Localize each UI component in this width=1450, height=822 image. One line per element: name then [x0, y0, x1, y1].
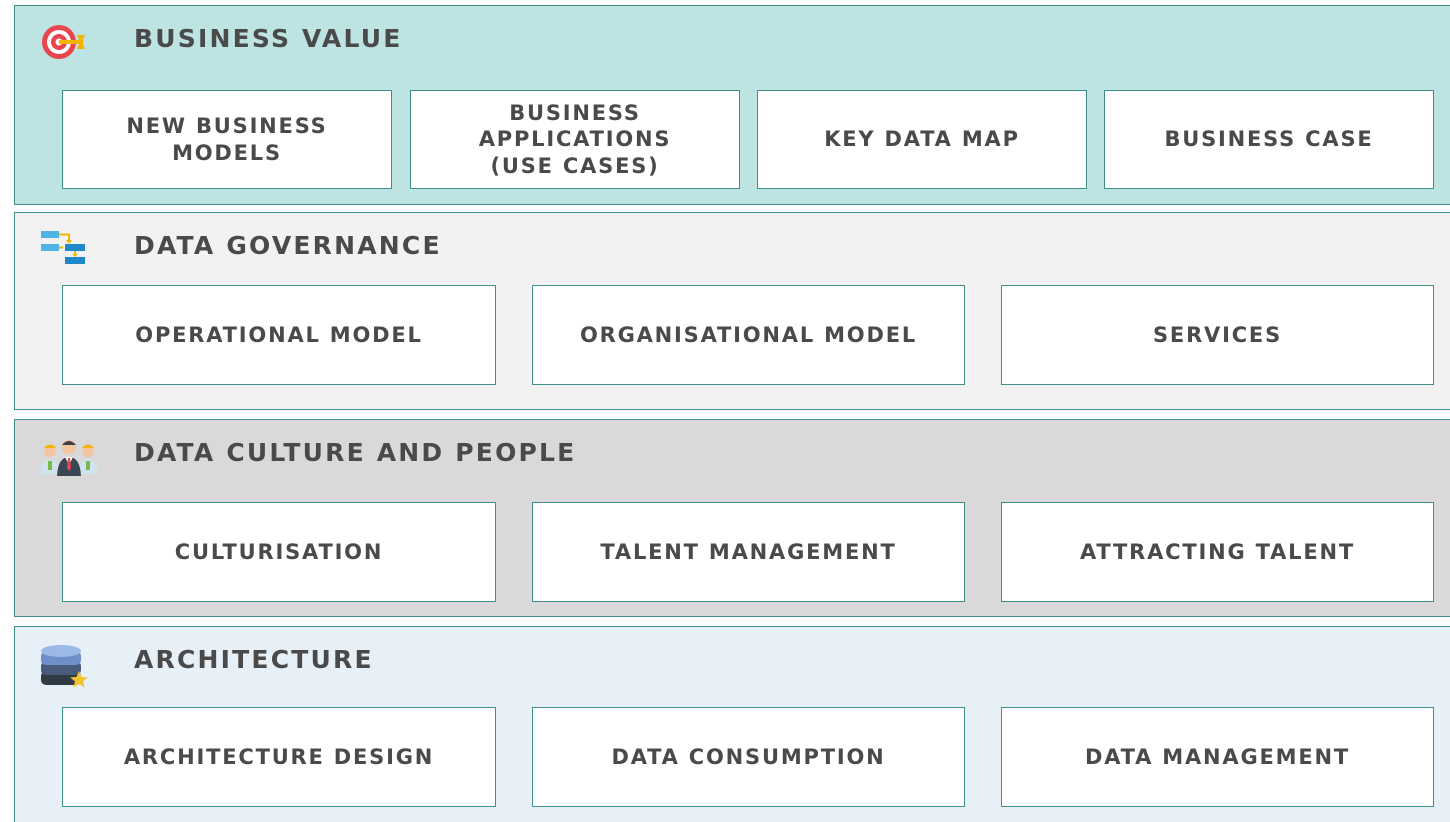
section-title: DATA CULTURE AND PEOPLE — [134, 438, 577, 467]
card-label: ATTRACTING TALENT — [1079, 539, 1356, 564]
section-title: ARCHITECTURE — [134, 645, 374, 674]
section-title: DATA GOVERNANCE — [134, 231, 442, 260]
card-label: CULTURISATION — [174, 539, 384, 564]
card-new-business-models: NEW BUSINESS MODELS — [62, 90, 392, 189]
target-icon — [39, 20, 91, 64]
section-business-value: BUSINESS VALUE NEW BUSINESS MODELS BUSIN… — [14, 5, 1450, 205]
card-culturisation: CULTURISATION — [62, 502, 496, 602]
card-label: DATA MANAGEMENT — [1084, 744, 1350, 769]
card-label: OPERATIONAL MODEL — [135, 322, 423, 347]
card-label: NEW BUSINESS MODELS — [126, 114, 328, 165]
card-label: SERVICES — [1153, 322, 1282, 347]
people-icon — [39, 434, 98, 478]
flowchart-icon — [39, 227, 91, 271]
card-label: TALENT MANAGEMENT — [600, 539, 897, 564]
card-label: BUSINESS APPLICATIONS (USE CASES) — [478, 101, 672, 178]
card-business-applications: BUSINESS APPLICATIONS (USE CASES) — [410, 90, 740, 189]
card-data-consumption: DATA CONSUMPTION — [532, 707, 965, 807]
section-header: DATA CULTURE AND PEOPLE — [15, 420, 1450, 486]
section-data-culture-and-people: DATA CULTURE AND PEOPLE CULTURISATION TA… — [14, 419, 1450, 617]
card-label: ORGANISATIONAL MODEL — [579, 322, 918, 347]
section-header: BUSINESS VALUE — [15, 6, 1450, 72]
section-data-governance: DATA GOVERNANCE OPERATIONAL MODEL ORGANI… — [14, 212, 1450, 410]
card-attracting-talent: ATTRACTING TALENT — [1001, 502, 1434, 602]
card-label: DATA CONSUMPTION — [611, 744, 886, 769]
card-label: BUSINESS CASE — [1164, 127, 1374, 152]
card-data-management: DATA MANAGEMENT — [1001, 707, 1434, 807]
card-architecture-design: ARCHITECTURE DESIGN — [62, 707, 496, 807]
card-talent-management: TALENT MANAGEMENT — [532, 502, 965, 602]
card-services: SERVICES — [1001, 285, 1434, 385]
card-label: ARCHITECTURE DESIGN — [123, 744, 435, 769]
database-star-icon — [39, 641, 91, 688]
section-header: DATA GOVERNANCE — [15, 213, 1450, 279]
card-operational-model: OPERATIONAL MODEL — [62, 285, 496, 385]
card-organisational-model: ORGANISATIONAL MODEL — [532, 285, 965, 385]
section-header: ARCHITECTURE — [15, 627, 1450, 693]
section-architecture: ARCHITECTURE ARCHITECTURE DESIGN DATA CO… — [14, 626, 1450, 822]
card-label: KEY DATA MAP — [824, 127, 1020, 152]
section-title: BUSINESS VALUE — [134, 24, 403, 53]
card-key-data-map: KEY DATA MAP — [757, 90, 1087, 189]
card-business-case: BUSINESS CASE — [1104, 90, 1434, 189]
